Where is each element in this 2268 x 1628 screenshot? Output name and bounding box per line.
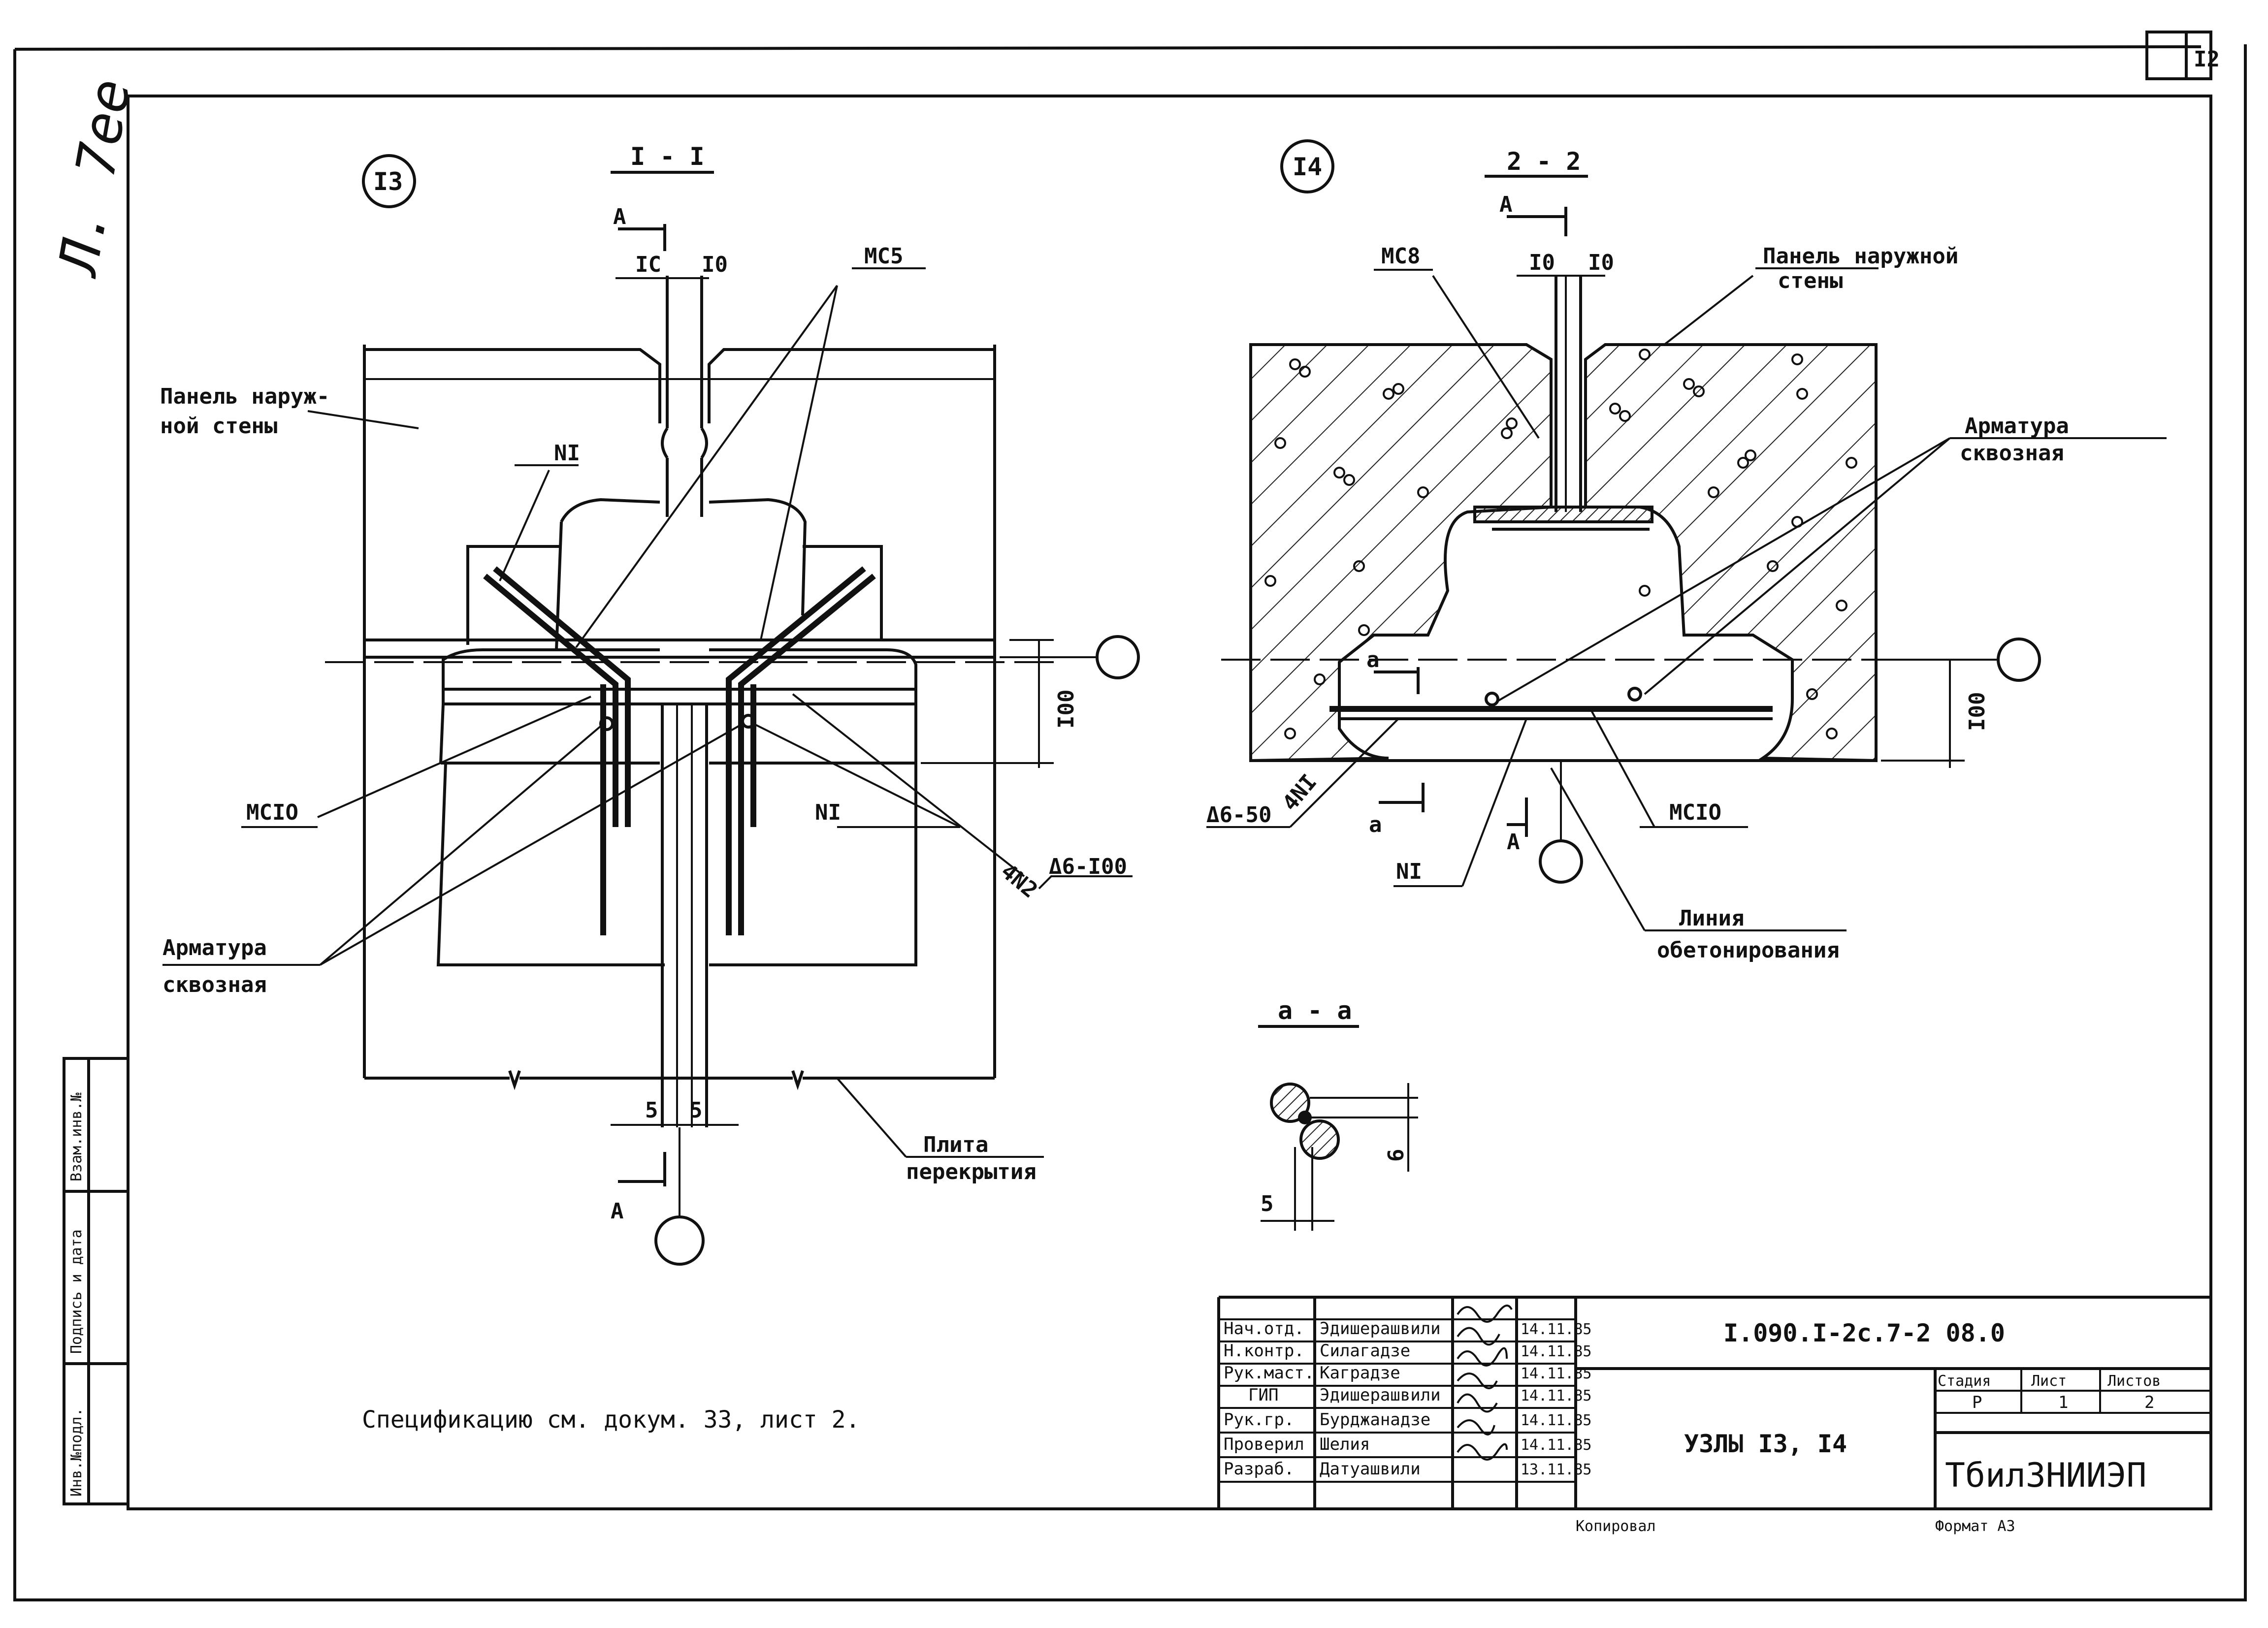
armature-right-2: сквозная	[1960, 441, 2064, 466]
organization: ТбилЗНИИЭП	[1945, 1456, 2146, 1495]
panel-label-left-2: ной стены	[160, 414, 277, 439]
row-role-4: ГИП	[1248, 1385, 1278, 1405]
side-stamp-inv: Инв.№подл.	[68, 1407, 85, 1497]
detail-aa: a - a 6 5	[1258, 996, 1418, 1231]
row-role-5: Рук.гр.	[1224, 1410, 1294, 1430]
cut-a-bottom: a	[1369, 812, 1382, 837]
dim-100-right: I00	[1965, 692, 1990, 731]
row-date-3: 14.11.85	[1521, 1365, 1592, 1382]
node-circle-right	[1280, 139, 1334, 193]
node-number-right: I4	[1293, 153, 1322, 181]
rebar-tag-left: 4N2	[996, 859, 1042, 903]
axis-marker-bottom-right	[1539, 839, 1583, 884]
armature-left-1: Арматура	[162, 935, 267, 960]
armature-left-2: сквозная	[162, 972, 267, 997]
node-number-left: I3	[373, 167, 403, 196]
node-circle-left	[362, 154, 416, 208]
side-stamp-replace: Взам.инв.№	[68, 1092, 85, 1181]
axis-marker-left	[1096, 635, 1140, 679]
row-name-7: Датуашвили	[1320, 1459, 1421, 1479]
stage-value: Р	[1972, 1393, 1982, 1412]
concrete-label-2: обетонирования	[1657, 938, 1840, 963]
row-name-5: Бурджанадзе	[1320, 1410, 1430, 1430]
spec-note: Спецификацию см. докум. 33, лист 2.	[362, 1406, 860, 1434]
copied-label: Копировал	[1576, 1518, 1656, 1535]
row-date-4: 14.11.85	[1521, 1387, 1592, 1405]
panel-label-right-1: Панель наружной	[1763, 244, 1958, 269]
drawing-title: УЗЛЫ I3, I4	[1684, 1430, 1847, 1458]
section-title-right: 2 - 2	[1507, 147, 1581, 176]
section-mark-top-right: A	[1499, 192, 1513, 217]
row-date-7: 13.11.85	[1521, 1461, 1592, 1478]
dim-bottom-left: 5	[645, 1098, 658, 1123]
row-name-4: Эдишерашвили	[1320, 1385, 1441, 1405]
section-mark-bottom-right: A	[1507, 830, 1520, 855]
panel-label-left-1: Панель наруж-	[160, 384, 329, 409]
mc10-label-left: MCIO	[246, 800, 298, 825]
sheets-value: 2	[2144, 1393, 2154, 1412]
row-name-2: Силагадзе	[1320, 1341, 1410, 1361]
doc-code: I.090.I-2c.7-2 08.0	[1723, 1319, 2005, 1347]
panel-label-right-2: стены	[1778, 268, 1843, 293]
detail-dim-vertical: 6	[1384, 1149, 1409, 1162]
row-role-7: Разраб.	[1224, 1459, 1294, 1479]
sheet-value: 1	[2058, 1393, 2068, 1412]
sheet-frame: I2	[13, 31, 2247, 1601]
detail-aa-title: a - a	[1278, 996, 1352, 1025]
mc10-label-right: MCIO	[1669, 800, 1721, 825]
row-name-6: Шелия	[1320, 1435, 1370, 1454]
concrete-pebbles	[1264, 349, 1857, 739]
dim-right-b: I0	[1588, 250, 1614, 275]
mc5-label: MC5	[864, 244, 903, 269]
sheet-number: I2	[2194, 47, 2220, 72]
row-role-2: Н.контр.	[1224, 1341, 1304, 1361]
sheets-header: Листов	[2107, 1373, 2161, 1390]
detail-dim-horizontal: 5	[1261, 1191, 1274, 1216]
section-mark-top-left: A	[613, 204, 626, 229]
armature-right-1: Арматура	[1965, 414, 2069, 439]
title-block: I.090.I-2c.7-2 08.0 УЗЛЫ I3, I4 ТбилЗНИИ…	[1217, 1296, 2211, 1535]
stage-header: Стадия	[1938, 1373, 1991, 1390]
dim-left-b: I0	[702, 252, 728, 277]
section-left: I3 I - I A IC I0	[160, 142, 1140, 1266]
rebar-spec-left: Δ6-I00	[1049, 854, 1127, 879]
axis-marker-right	[1997, 638, 2041, 682]
section-title-left: I - I	[630, 142, 705, 171]
row-date-6: 14.11.85	[1521, 1436, 1592, 1454]
row-date-2: 14.11.85	[1521, 1343, 1592, 1360]
n1-bottom-label: NI	[815, 800, 841, 825]
section-mark-bottom-left: A	[611, 1199, 624, 1224]
n1-top-label: NI	[554, 441, 580, 466]
row-date-1: 14.11.85	[1521, 1321, 1592, 1338]
section-right: I4 2 - 2 A I0 I0	[1206, 139, 2167, 963]
slab-label-1: Плита	[923, 1132, 988, 1157]
row-date-5: 14.11.85	[1521, 1412, 1592, 1429]
axis-marker-bottom-left	[654, 1215, 705, 1266]
dim-bottom-right: 5	[689, 1098, 703, 1123]
row-name-3: Каградзе	[1320, 1363, 1400, 1383]
signatures	[1457, 1305, 1513, 1461]
rebar-tag-right: 4NI	[1277, 769, 1322, 816]
cut-a-top: a	[1366, 647, 1380, 672]
row-role-3: Рук.маст.	[1224, 1363, 1314, 1383]
side-stamp-sign: Подпись и дата	[68, 1229, 85, 1354]
side-stamp: Инв.№подл. Подпись и дата Взам.инв.№	[63, 1057, 130, 1505]
mc8-label: MC8	[1381, 244, 1420, 269]
row-name-1: Эдишерашвили	[1320, 1319, 1441, 1339]
dim-right-a: I0	[1529, 250, 1555, 275]
rebar-spec-right: Δ6-50	[1206, 802, 1271, 828]
dim-left-a: IC	[635, 252, 661, 277]
format-label: Формат А3	[1935, 1518, 2015, 1535]
dim-100-left: I00	[1054, 690, 1079, 729]
sheet-header: Лист	[2031, 1373, 2067, 1390]
row-role-1: Нач.отд.	[1224, 1319, 1304, 1339]
row-role-6: Проверил	[1224, 1435, 1304, 1454]
slab-label-2: перекрытия	[906, 1159, 1037, 1184]
n1-label-right: NI	[1396, 859, 1422, 884]
concrete-label-1: Линия	[1679, 906, 1744, 931]
